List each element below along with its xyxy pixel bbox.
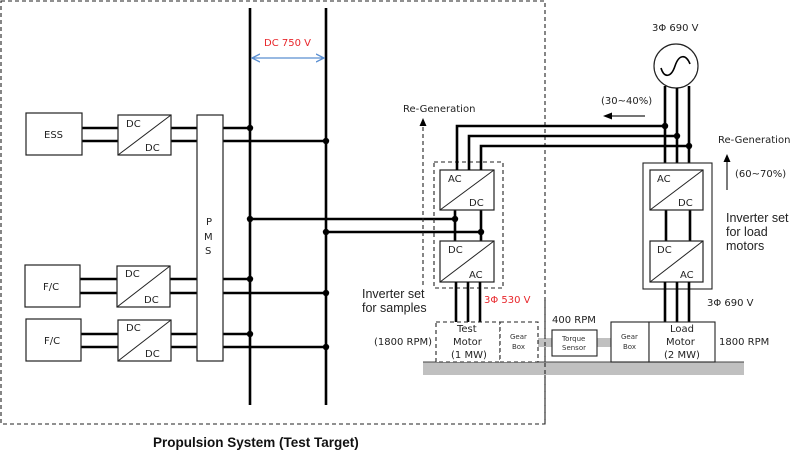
- grid-to-load-inverter-lines: [663, 86, 691, 163]
- sample-inverter-output-voltage: 3Φ 530 V: [484, 295, 531, 306]
- fc2-dcdc-converter[interactable]: DC DC: [117, 319, 172, 362]
- ess-branch: [82, 124, 330, 145]
- shaft-right: [597, 338, 617, 347]
- sample-inverter-to-test-motor: [454, 282, 482, 322]
- svg-text:DC: DC: [657, 245, 672, 256]
- load-regen-label: Re-Generation: [718, 135, 790, 146]
- load-regen-arrow-head: [723, 154, 731, 162]
- grid-voltage-label: 3Φ 690 V: [652, 23, 699, 34]
- grid-source-symbol[interactable]: [653, 43, 699, 89]
- svg-text:DC: DC: [125, 269, 140, 280]
- svg-text:DC: DC: [126, 119, 141, 130]
- torque-sensor-line1: Torque: [561, 335, 585, 343]
- sample-inverter-dc-link: [453, 210, 483, 241]
- load-inverter-output-voltage: 3Φ 690 V: [707, 298, 754, 309]
- test-motor-line2: Motor: [453, 337, 483, 348]
- pms-box[interactable]: [196, 114, 224, 362]
- ess-box[interactable]: [25, 112, 83, 156]
- test-motor-rpm: (1800 RPM): [374, 337, 432, 348]
- torque-sensor-box[interactable]: [551, 329, 598, 357]
- gear-box-right-line1: Gear: [621, 333, 638, 341]
- sample-inverter-label-line2: for samples: [362, 301, 427, 315]
- fc1-dcdc-converter[interactable]: DC DC: [116, 265, 171, 308]
- gear-box-left[interactable]: [499, 321, 539, 363]
- gear-box-right-line2: Box: [623, 343, 636, 351]
- svg-text:AC: AC: [680, 270, 694, 281]
- torque-sensor-rpm: 400 RPM: [552, 315, 596, 326]
- diagram-title: Propulsion System (Test Target): [153, 435, 359, 450]
- grid-flow-arrow-head: [603, 112, 612, 120]
- svg-text:AC: AC: [448, 174, 462, 185]
- svg-text:AC: AC: [469, 270, 483, 281]
- gear-box-right[interactable]: [610, 321, 650, 363]
- sample-regen-arrow-head: [419, 118, 427, 126]
- load-inverter-dc-link: [664, 210, 692, 241]
- load-motor-box[interactable]: [648, 321, 716, 363]
- load-inverter-label-line3: motors: [726, 239, 764, 253]
- grid-flow-pct: (30~40%): [601, 96, 652, 107]
- pms-letter-s: S: [205, 246, 211, 257]
- fc1-branch: [80, 275, 330, 297]
- svg-text:DC: DC: [678, 198, 693, 209]
- test-motor-box[interactable]: [435, 321, 501, 363]
- fc1-box[interactable]: [24, 264, 81, 308]
- dc-bus-voltage-label: DC 750 V: [264, 38, 311, 49]
- pms-letter-m: M: [204, 232, 213, 243]
- svg-text:DC: DC: [448, 245, 463, 256]
- ess-label: ESS: [44, 130, 63, 141]
- load-inverter-upper-acdc[interactable]: AC DC: [649, 169, 704, 211]
- load-inverter-label-line2: for load: [726, 225, 768, 239]
- test-target-boundary: [0, 0, 546, 425]
- ess-dcdc-converter[interactable]: DC DC: [117, 114, 172, 156]
- sample-inverter-lower-dcac[interactable]: DC AC: [439, 240, 495, 283]
- load-inverter-to-load-motor: [663, 282, 691, 322]
- svg-text:DC: DC: [469, 198, 484, 209]
- gear-box-left-line2: Box: [512, 343, 525, 351]
- load-motor-line2: Motor: [666, 337, 696, 348]
- sample-regen-label: Re-Generation: [403, 104, 475, 115]
- gear-box-left-line1: Gear: [510, 333, 527, 341]
- pms-letter-p: P: [206, 217, 212, 228]
- drivetrain-base: [423, 362, 744, 375]
- fc2-branch: [81, 330, 330, 351]
- ac-sine-icon: [660, 55, 691, 77]
- fc2-label: F/C: [44, 336, 60, 347]
- load-inverter-lower-dcac[interactable]: DC AC: [649, 240, 704, 283]
- sample-inverter-label-line1: Inverter set: [362, 287, 425, 301]
- svg-text:DC: DC: [145, 143, 160, 154]
- load-motor-rpm: 1800 RPM: [719, 337, 769, 348]
- load-inverter-label-line1: Inverter set: [726, 211, 789, 225]
- svg-text:DC: DC: [144, 295, 159, 306]
- fc2-box[interactable]: [25, 318, 82, 362]
- fc1-label: F/C: [43, 282, 59, 293]
- sample-inverter-upper-acdc[interactable]: AC DC: [439, 169, 495, 211]
- svg-text:AC: AC: [657, 174, 671, 185]
- load-regen-pct: (60~70%): [735, 169, 786, 180]
- dc-link-to-sample-inverter: [246, 215, 485, 236]
- load-motor-line1: Load: [670, 324, 694, 335]
- sample-inverter-ac-grid-lines: [455, 122, 693, 170]
- svg-text:DC: DC: [145, 349, 160, 360]
- test-motor-line3: (1 MW): [451, 350, 487, 361]
- torque-sensor-line2: Sensor: [562, 344, 586, 352]
- load-motor-line3: (2 MW): [664, 350, 700, 361]
- test-motor-line1: Test: [456, 324, 477, 335]
- svg-text:DC: DC: [126, 323, 141, 334]
